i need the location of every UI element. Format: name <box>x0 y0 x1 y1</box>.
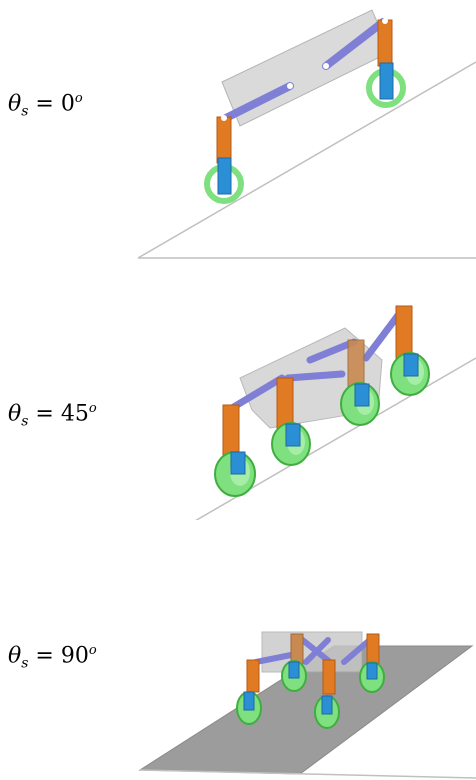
angle-value: 90 <box>60 643 89 669</box>
ground-plane <box>137 61 476 259</box>
joint <box>287 83 293 89</box>
robot-figure <box>137 9 476 259</box>
wheel-hub <box>321 695 333 715</box>
leg-link <box>222 404 240 456</box>
config-panel-45: θs = 45o <box>0 260 476 520</box>
wheel-hub <box>243 691 255 711</box>
leg-link <box>347 339 365 389</box>
leg-link <box>395 305 413 359</box>
robot-figure <box>138 631 476 779</box>
ground-edge <box>139 769 476 779</box>
wheel-hub <box>285 423 301 447</box>
wheel-hub <box>403 353 419 377</box>
bar-link <box>306 338 358 364</box>
joint <box>323 63 329 69</box>
joint <box>382 18 388 24</box>
angle-value: 0 <box>60 91 75 117</box>
angle-label: θs = 0o <box>8 91 83 120</box>
leg-link <box>377 19 393 67</box>
leg-link <box>322 659 336 695</box>
leg-link <box>276 377 294 429</box>
bar-link <box>228 374 286 412</box>
wheel-hub <box>217 157 232 195</box>
angle-label: θs = 90o <box>8 643 97 672</box>
config-panel-0: θs = 0o <box>0 0 476 260</box>
theta-symbol: θ <box>8 643 22 669</box>
leg-link <box>216 116 232 164</box>
bar-link <box>284 370 346 382</box>
theta-symbol: θ <box>8 401 22 427</box>
robot-figure <box>195 305 476 520</box>
joint <box>221 115 227 121</box>
leg-link <box>290 633 304 665</box>
bar-link <box>322 18 387 70</box>
angle-label: θs = 45o <box>8 401 97 430</box>
leg-link <box>246 659 260 693</box>
wheel-hub <box>354 383 370 407</box>
bar-link <box>303 637 331 665</box>
angle-value: 45 <box>60 401 89 427</box>
wheel-hub <box>288 661 300 679</box>
wheel-hub <box>366 662 378 680</box>
wheel-hub <box>379 62 394 100</box>
config-panel-90: θs = 90o <box>0 520 476 780</box>
bar-link <box>253 651 299 665</box>
bar-link <box>222 82 294 122</box>
theta-symbol: θ <box>8 91 22 117</box>
wheel-hub <box>230 451 246 475</box>
